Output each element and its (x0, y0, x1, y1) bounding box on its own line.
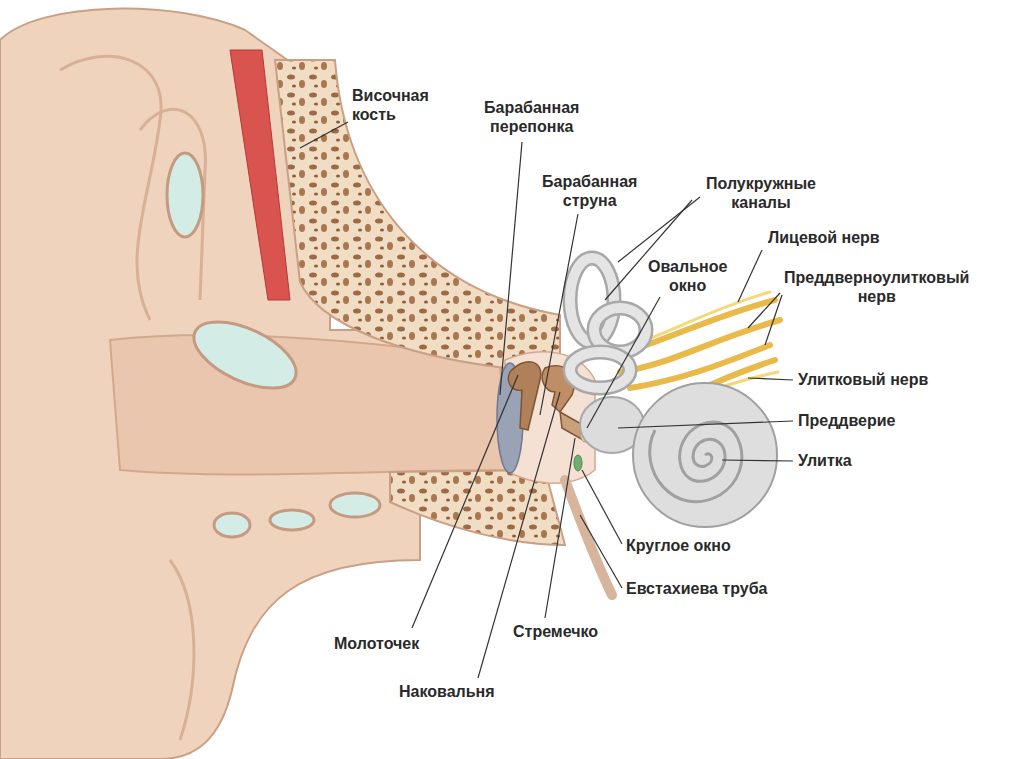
part-label: Височная кость (352, 86, 429, 124)
label-holder: Молоточек (334, 634, 419, 653)
part-label: Молоточек (334, 634, 419, 653)
label-holder: Полукружные каналы (706, 174, 816, 212)
label-holder: Круглое окно (626, 536, 731, 555)
part-label: Овальное окно (648, 257, 727, 295)
label-holder: Преддверноулитковый нерв (784, 268, 969, 306)
part-label: Лицевой нерв (768, 228, 880, 247)
label-holder: Преддверие (798, 411, 896, 430)
part-label: Преддверноулитковый нерв (784, 268, 969, 306)
label-holder: Овальное окно (648, 257, 727, 295)
label-holder: Височная кость (352, 86, 429, 124)
label-holder: Улитковый нерв (798, 370, 928, 389)
label-holder: Стремечко (513, 622, 598, 641)
part-label: Наковальня (399, 682, 495, 701)
part-label: Улитка (798, 451, 852, 470)
label-holder: Барабанная струна (542, 172, 637, 210)
part-label: Стремечко (513, 622, 598, 641)
part-label: Полукружные каналы (706, 174, 816, 212)
label-holder: Лицевой нерв (768, 228, 880, 247)
part-label: Евстахиева труба (626, 579, 767, 598)
label-holder: Барабанная перепонка (484, 98, 579, 136)
part-label: Улитковый нерв (798, 370, 928, 389)
part-label: Барабанная струна (542, 172, 637, 210)
part-label: Преддверие (798, 411, 896, 430)
label-holder: Улитка (798, 451, 852, 470)
label-holder: Наковальня (399, 682, 495, 701)
part-label: Барабанная перепонка (484, 98, 579, 136)
part-label: Круглое окно (626, 536, 731, 555)
label-holder: Евстахиева труба (626, 579, 767, 598)
